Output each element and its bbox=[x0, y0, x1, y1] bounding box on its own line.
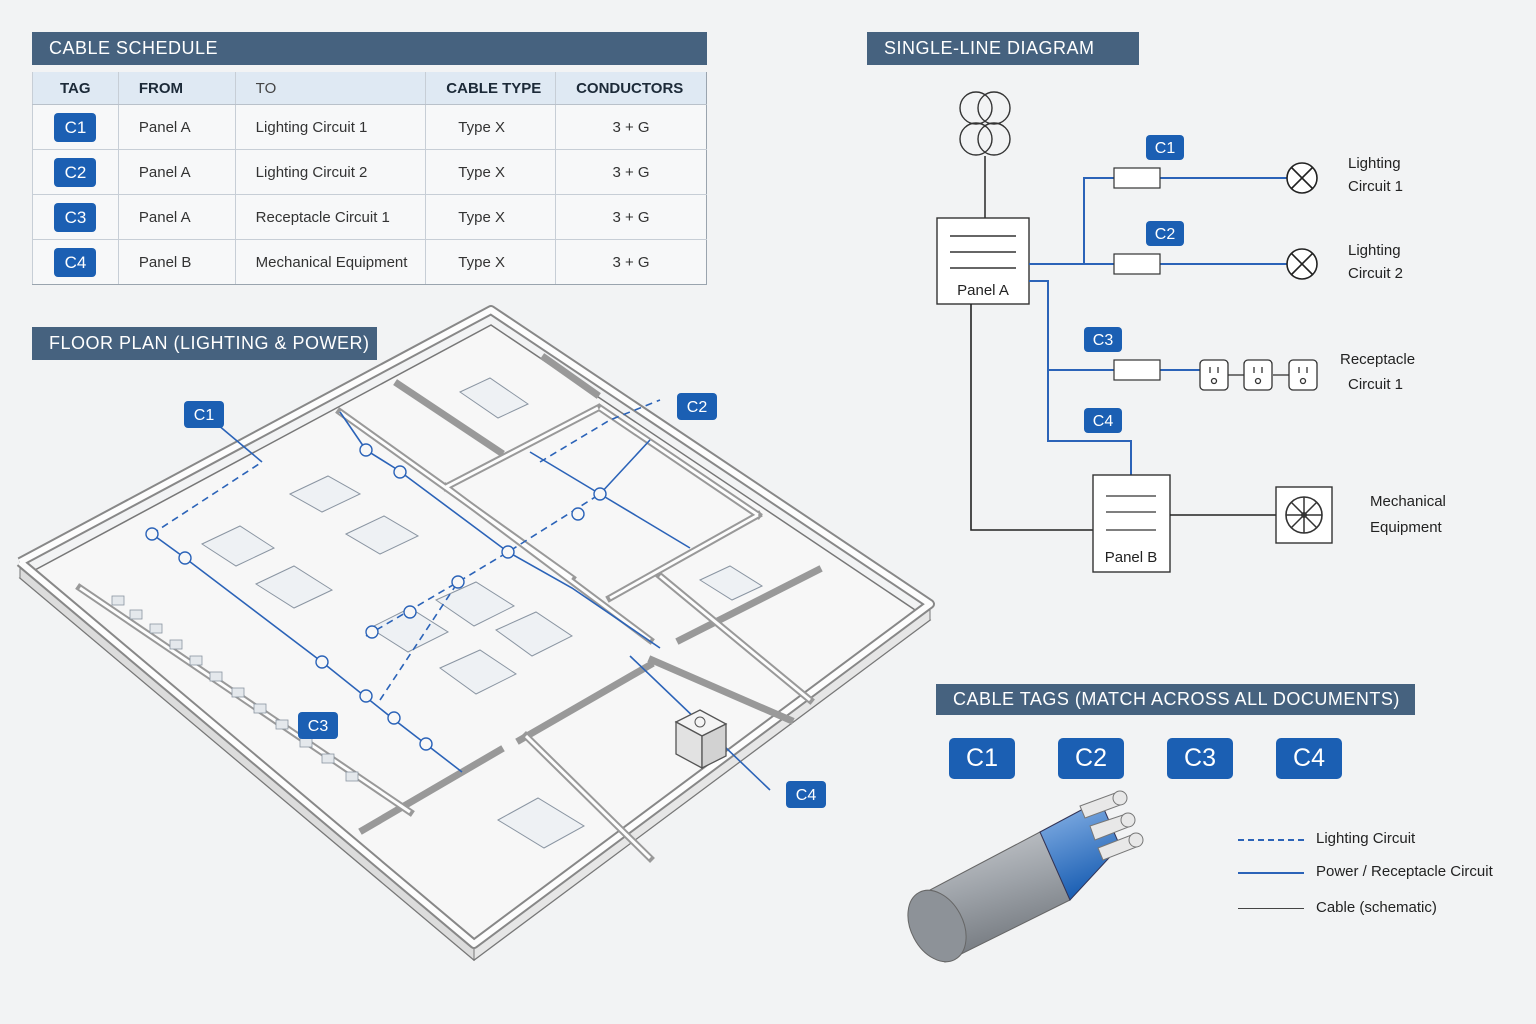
floor-plan: C1 C2 C3 C4 bbox=[16, 305, 935, 962]
big-tag-c3: C3 bbox=[1167, 738, 1233, 779]
table-row: C1 Panel A Lighting Circuit 1 Type X 3 +… bbox=[32, 104, 707, 150]
svg-text:C1: C1 bbox=[194, 407, 215, 424]
mechanical-unit-plan bbox=[674, 709, 728, 770]
big-tag-c4: C4 bbox=[1276, 738, 1342, 779]
tag-chip: C4 bbox=[54, 247, 97, 277]
label-lighting-2b: Circuit 2 bbox=[1348, 265, 1403, 282]
panel-a: Panel A bbox=[936, 217, 1030, 305]
label-mechanical-b: Equipment bbox=[1370, 519, 1443, 536]
cable-tags-title: CABLE TAGS (MATCH ACROSS ALL DOCUMENTS) bbox=[936, 684, 1415, 715]
table-row: C3 Panel A Receptacle Circuit 1 Type X 3… bbox=[32, 194, 707, 240]
svg-text:C3: C3 bbox=[308, 718, 329, 735]
label-receptacle: Receptacle bbox=[1340, 351, 1415, 368]
label-lighting-2: Lighting bbox=[1348, 242, 1401, 259]
panel-b: Panel B bbox=[1092, 474, 1171, 573]
tag-chip: C1 bbox=[54, 112, 97, 142]
cell-to: Mechanical Equipment bbox=[235, 239, 427, 285]
cable-schedule-table: TAG FROM TO CABLE TYPE CONDUCTORS C1 Pan… bbox=[32, 72, 707, 285]
breakers bbox=[1113, 167, 1161, 381]
label-lighting-1b: Circuit 1 bbox=[1348, 178, 1403, 195]
cell-from: Panel B bbox=[118, 239, 236, 285]
cell-to: Receptacle Circuit 1 bbox=[235, 194, 427, 240]
header-conductors: CONDUCTORS bbox=[555, 72, 707, 105]
floor-plan-title: FLOOR PLAN (LIGHTING & POWER) bbox=[32, 327, 377, 360]
cell-to: Lighting Circuit 2 bbox=[235, 149, 427, 195]
cable-illustration bbox=[907, 790, 1144, 963]
svg-text:C4: C4 bbox=[1093, 413, 1114, 430]
header-cable-type: CABLE TYPE bbox=[425, 72, 557, 105]
header-from: FROM bbox=[118, 72, 236, 105]
fan-icon bbox=[1275, 486, 1333, 544]
cell-from: Panel A bbox=[118, 194, 236, 240]
label-mechanical: Mechanical bbox=[1370, 493, 1446, 510]
svg-text:C2: C2 bbox=[687, 399, 708, 416]
cell-from: Panel A bbox=[118, 104, 236, 150]
lamp-icon bbox=[1286, 162, 1318, 280]
cable-schedule-title: CABLE SCHEDULE bbox=[32, 32, 707, 65]
tag-chip: C2 bbox=[54, 157, 97, 187]
label-receptacle-b: Circuit 1 bbox=[1348, 376, 1403, 393]
header-tag: TAG bbox=[32, 72, 119, 105]
dashed-line-icon bbox=[1238, 839, 1304, 841]
single-line-diagram-title: SINGLE-LINE DIAGRAM bbox=[867, 32, 1139, 65]
cell-conductors: 3 + G bbox=[555, 239, 707, 285]
table-row: C2 Panel A Lighting Circuit 2 Type X 3 +… bbox=[32, 149, 707, 195]
cell-type: Type X bbox=[425, 149, 557, 195]
svg-text:Panel A: Panel A bbox=[957, 282, 1009, 299]
receptacle-icon bbox=[1199, 359, 1318, 391]
plan-tag-c2: C2 bbox=[677, 393, 717, 420]
furniture bbox=[200, 377, 764, 849]
label-lighting-1: Lighting bbox=[1348, 155, 1401, 172]
cell-type: Type X bbox=[425, 194, 557, 240]
big-tag-c1: C1 bbox=[949, 738, 1015, 779]
transformer-icon bbox=[959, 91, 1011, 156]
single-line-diagram: Panel A bbox=[936, 91, 1446, 573]
cell-to: Lighting Circuit 1 bbox=[235, 104, 427, 150]
tag-chip: C3 bbox=[54, 202, 97, 232]
plan-tag-c4: C4 bbox=[786, 781, 826, 808]
svg-text:C1: C1 bbox=[1155, 140, 1176, 157]
svg-text:C2: C2 bbox=[1155, 226, 1176, 243]
big-tag-c2: C2 bbox=[1058, 738, 1124, 779]
sld-tag-c1: C1 bbox=[1146, 135, 1184, 160]
svg-text:Panel B: Panel B bbox=[1105, 549, 1158, 566]
cell-conductors: 3 + G bbox=[555, 149, 707, 195]
solid-blue-line-icon bbox=[1238, 872, 1304, 874]
cell-from: Panel A bbox=[118, 149, 236, 195]
plan-tag-c3: C3 bbox=[298, 712, 338, 739]
cell-type: Type X bbox=[425, 239, 557, 285]
sld-tag-c4: C4 bbox=[1084, 408, 1122, 433]
sld-tag-c3: C3 bbox=[1084, 327, 1122, 352]
svg-text:C4: C4 bbox=[796, 787, 817, 804]
svg-text:C3: C3 bbox=[1093, 332, 1114, 349]
solid-gray-line-icon bbox=[1238, 908, 1304, 909]
cell-conductors: 3 + G bbox=[555, 104, 707, 150]
header-to: TO bbox=[235, 72, 427, 105]
table-header-row: TAG FROM TO CABLE TYPE CONDUCTORS bbox=[32, 72, 707, 105]
plan-tag-c1: C1 bbox=[184, 401, 224, 428]
sld-tag-c2: C2 bbox=[1146, 221, 1184, 246]
table-row: C4 Panel B Mechanical Equipment Type X 3… bbox=[32, 239, 707, 285]
cell-conductors: 3 + G bbox=[555, 194, 707, 240]
cell-type: Type X bbox=[425, 104, 557, 150]
